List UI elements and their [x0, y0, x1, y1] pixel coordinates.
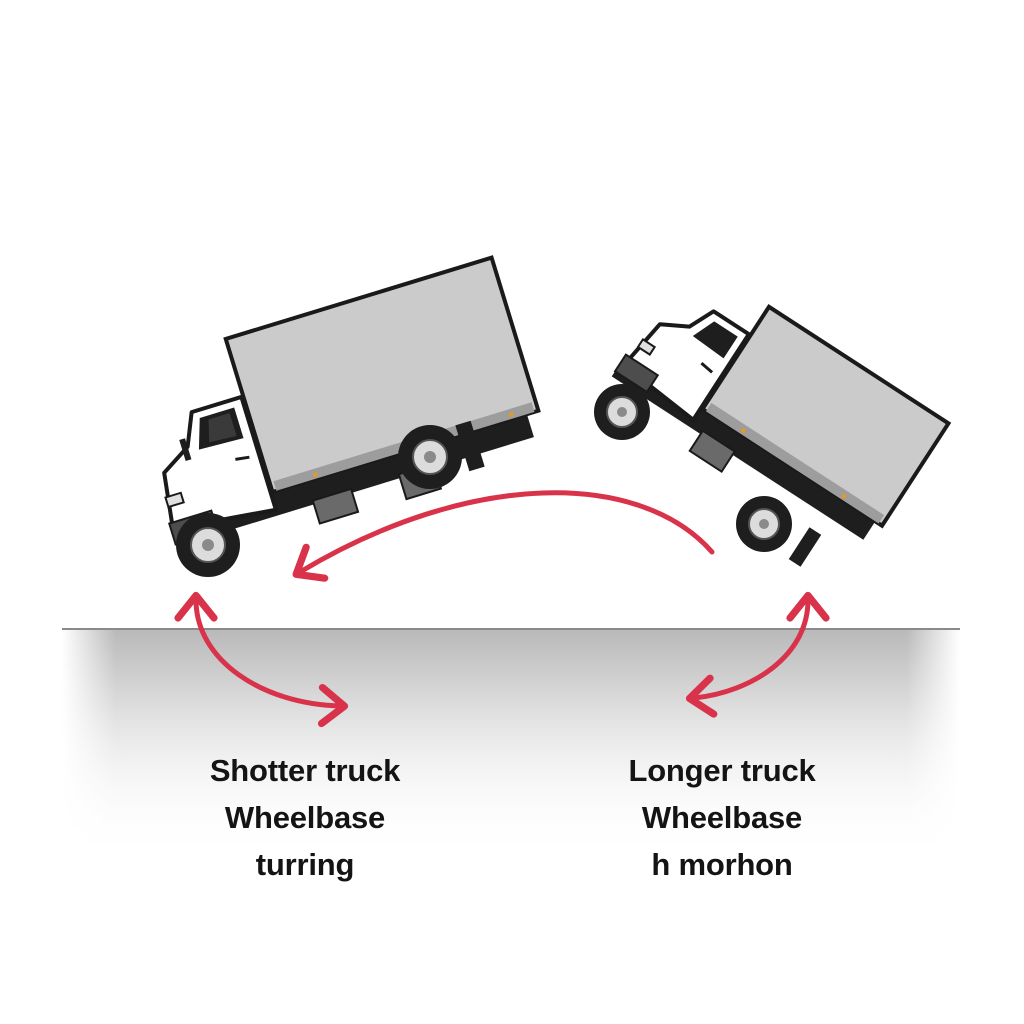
longer-truck-caption: Longer truck Wheelbase h morhon: [562, 747, 882, 888]
shorter-truck-rear-wheel: [398, 425, 462, 489]
longer-truck-marker-light: [841, 493, 847, 499]
longer-truck: [594, 304, 952, 567]
longer-truck-box-rail: [705, 402, 885, 524]
longer-truck-mudflap: [788, 527, 822, 567]
longer-truck-fuel-tank: [688, 429, 737, 473]
left-turning-arrow: [174, 591, 349, 728]
longer-truck-caption-line-2: Wheelbase: [641, 800, 803, 835]
longer-truck-caption-line-1: Longer truck: [628, 753, 816, 788]
longer-truck-front-wheel: [594, 384, 650, 440]
shorter-truck-caption-line-3: turring: [255, 847, 355, 882]
shorter-truck-headlight: [164, 491, 185, 509]
longer-truck-windshield: [692, 321, 738, 359]
shorter-truck-front-wheel: [176, 513, 240, 577]
shorter-truck-cab: [162, 394, 278, 531]
longer-truck-door-handle: [700, 361, 714, 374]
shorter-truck-door-handle: [235, 455, 250, 461]
shorter-truck-caption-line-2: Wheelbase: [224, 800, 386, 835]
center-turning-arrow: [292, 490, 715, 582]
longer-truck-caption-line-3: h morhon: [651, 847, 793, 882]
longer-truck-rear-wheel: [736, 496, 792, 552]
longer-truck-marker-light: [740, 428, 746, 434]
shorter-truck-caption-line-1: Shotter truck: [209, 753, 401, 788]
shorter-truck-marker-light: [508, 412, 514, 418]
shorter-truck-mudflap: [455, 420, 485, 472]
shorter-truck-side-window: [208, 413, 237, 443]
turning-arrows: [174, 490, 830, 728]
longer-truck-bumper: [613, 353, 660, 394]
shorter-truck-mirror: [179, 438, 192, 461]
shorter-truck-battery-box: [311, 487, 360, 525]
shorter-truck-caption: Shotter truck Wheelbase turring: [145, 747, 465, 888]
right-turning-arrow: [685, 591, 830, 718]
shorter-truck-marker-light: [312, 472, 318, 478]
longer-truck-headlight: [636, 338, 657, 356]
shorter-truck: [162, 255, 541, 577]
